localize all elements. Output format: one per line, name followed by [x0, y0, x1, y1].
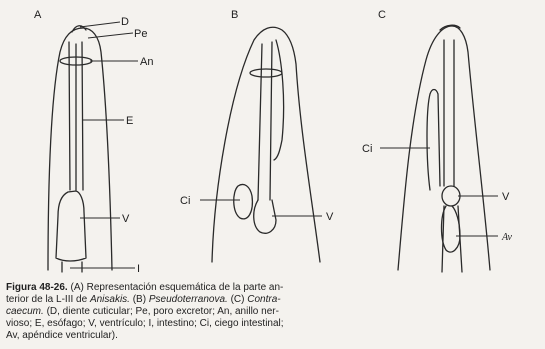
panel-c-esophagus — [444, 40, 454, 186]
panel-a-label-an: An — [140, 56, 153, 68]
panel-c-label-av: Av — [501, 232, 513, 243]
caption-anisakis: Anisakis. — [90, 294, 130, 305]
caption-figure-label: Figura 48-26. — [6, 282, 68, 293]
caption-contracaecum-2: caecum. — [6, 306, 44, 317]
panel-a-label-d: D — [121, 16, 129, 28]
caption-text-2: terior de la L-III de — [6, 294, 90, 305]
panel-b-label-ci: Ci — [180, 195, 190, 207]
panel-a-label-i: I — [137, 263, 140, 275]
panel-b-intestinal-cecum-upper — [274, 40, 284, 160]
caption-text-4: (C) — [228, 294, 247, 305]
panel-c-intestine — [442, 206, 462, 272]
caption-text-6: vioso; E, esófago; V, ventrículo; I, int… — [6, 318, 284, 329]
caption-text-1: (A) Representación esquemática de la par… — [70, 282, 283, 293]
caption-contracaecum-1: Contra- — [247, 294, 280, 305]
panel-a-ventricle — [56, 191, 86, 261]
panel-b-body-outline — [212, 27, 320, 262]
panel-c-contracaecum: C Ci V Av — [362, 9, 513, 272]
panel-b-label-v: V — [326, 211, 334, 223]
panel-b-nerve-ring — [250, 69, 282, 77]
panel-b-letter: B — [231, 9, 238, 21]
panel-a-label-e: E — [126, 115, 133, 127]
panel-a-leader-d — [80, 22, 120, 27]
panel-b-ventricle — [254, 200, 276, 233]
panel-c-label-v: V — [502, 191, 510, 203]
figure-caption: Figura 48-26. (A) Representación esquemá… — [6, 282, 540, 348]
caption-text-7: Av, apéndice ventricular). — [6, 330, 118, 341]
panel-b-intestinal-cecum — [234, 184, 253, 218]
caption-text-3: (B) — [130, 294, 149, 305]
panel-c-label-ci: Ci — [362, 143, 372, 155]
panel-a-label-pe: Pe — [134, 28, 147, 40]
panel-c-intestinal-cecum — [427, 90, 440, 191]
panel-c-ventricle — [442, 186, 460, 206]
caption-pseudoterranova: Pseudoterranova. — [149, 294, 228, 305]
panel-a-intestine — [62, 262, 82, 272]
panel-a-letter: A — [34, 9, 42, 21]
panel-c-letter: C — [378, 9, 386, 21]
panel-a-anisakis: A D Pe An E V I — [34, 9, 153, 275]
panel-b-pseudoterranova: B Ci V — [180, 9, 334, 262]
caption-text-5: (D, diente cuticular; Pe, poro excretor;… — [44, 306, 279, 317]
panel-b-esophagus — [258, 42, 272, 200]
panel-a-label-v: V — [122, 213, 130, 225]
